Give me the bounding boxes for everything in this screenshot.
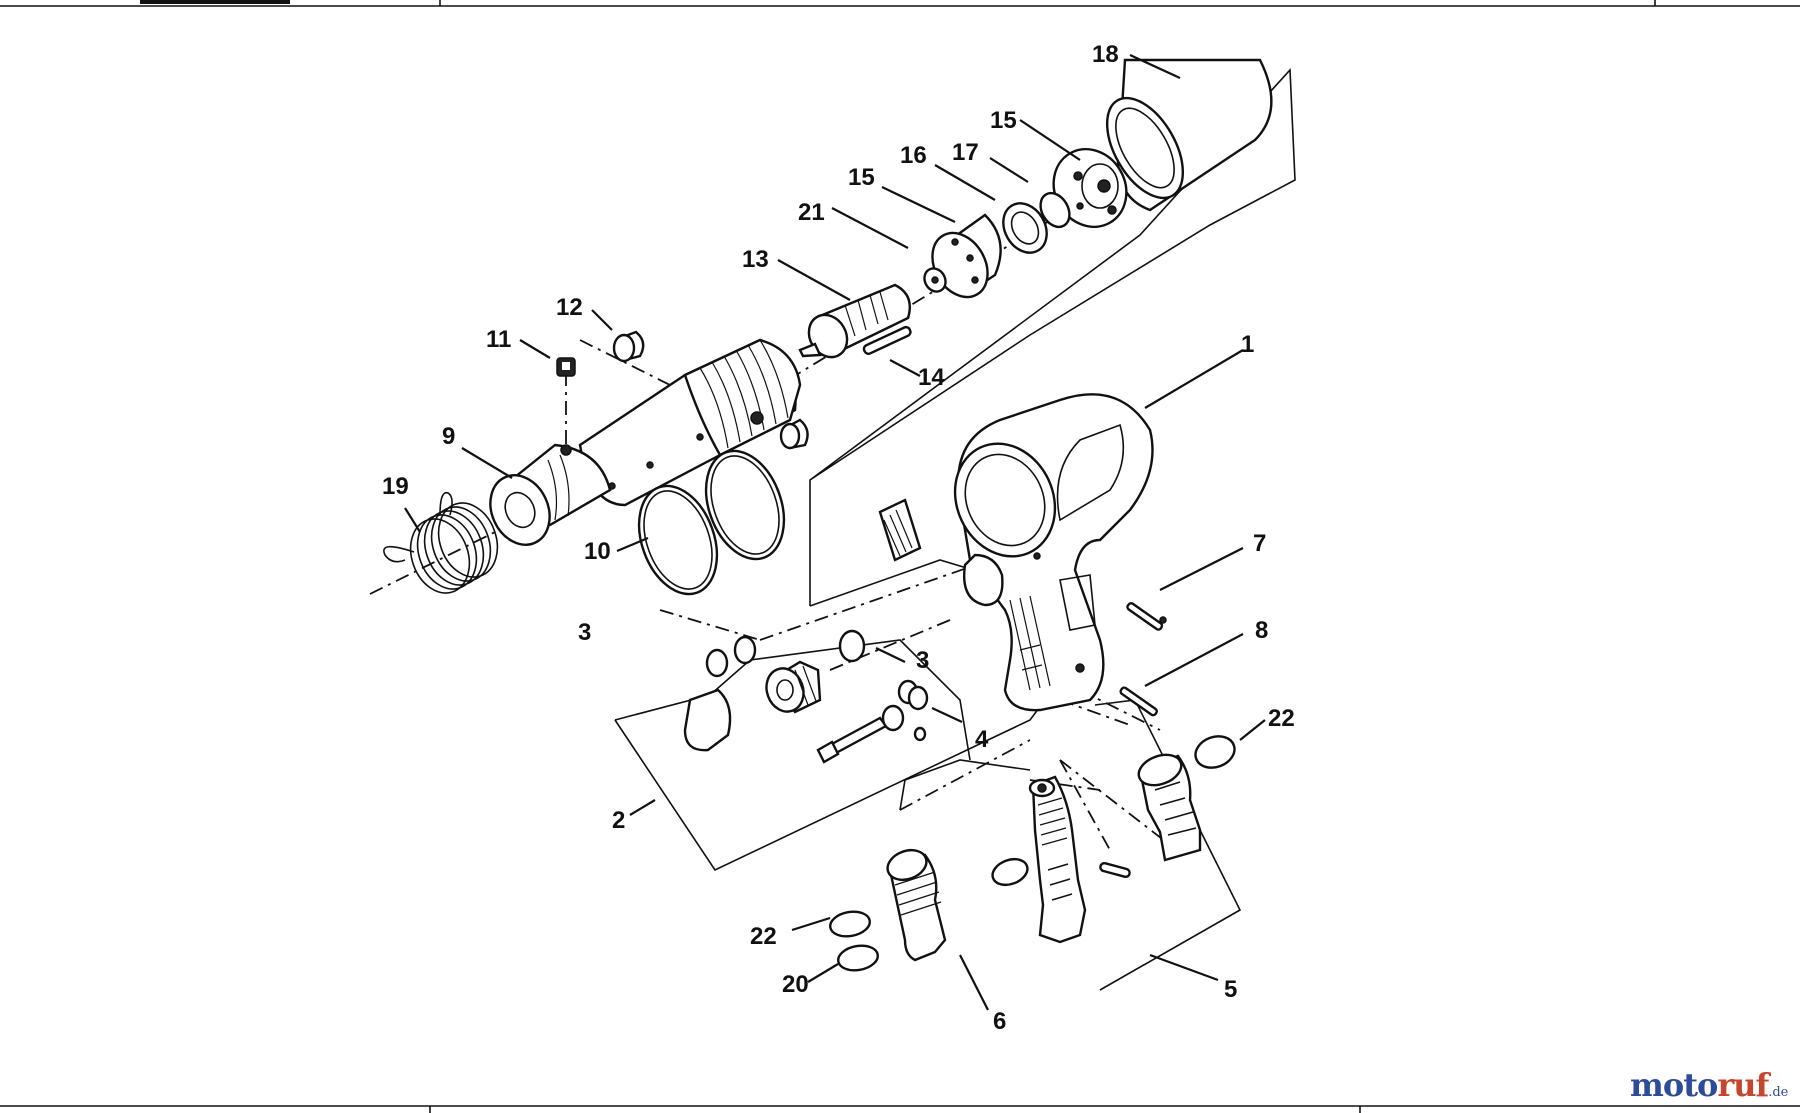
callout-4: 4: [975, 726, 989, 753]
callout-15-upper: 15: [990, 107, 1017, 134]
callout-7: 7: [1253, 530, 1266, 557]
callout-12: 12: [556, 294, 583, 321]
part-small-o-ring: [1039, 191, 1071, 229]
part-muffler-sleeve: [1105, 58, 1273, 212]
part-large-o-rings: [637, 449, 786, 596]
part-valve-pin: [1119, 686, 1158, 717]
callout-16: 16: [900, 142, 927, 169]
watermark-suffix: .de: [1768, 1085, 1789, 1100]
callout-1: 1: [1241, 331, 1254, 358]
callout-10: 10: [584, 538, 611, 565]
leader-lines: [404, 54, 1266, 1011]
callout-15-lower: 15: [848, 164, 875, 191]
part-air-inlet-fitting: [991, 775, 1131, 944]
callout-21: 21: [798, 199, 825, 226]
part-piston: [798, 283, 912, 359]
part-valve-ring: [1002, 202, 1048, 254]
callout-22-left: 22: [750, 923, 777, 950]
callout-19: 19: [382, 473, 409, 500]
callout-3-left: 3: [578, 619, 591, 646]
part-valve-plate: [931, 213, 1002, 299]
callout-9: 9: [442, 423, 455, 450]
part-handle-housing: [878, 393, 1154, 712]
callout-13: 13: [742, 246, 769, 273]
part-regulator-body: [1137, 753, 1202, 862]
watermark-part-a: moto: [1630, 1066, 1718, 1104]
callout-17: 17: [952, 139, 979, 166]
callout-20: 20: [782, 971, 809, 998]
callout-6: 6: [993, 1008, 1006, 1035]
callout-18: 18: [1092, 41, 1119, 68]
callout-labels: 18 15 16 17 15 21 13 12 14 11 1 9 19 10 …: [382, 41, 1295, 1035]
callout-2: 2: [612, 807, 625, 834]
part-inlet-o-ring: [1194, 735, 1236, 769]
part-barrel: [489, 338, 809, 546]
part-set-screw: [556, 357, 576, 377]
part-back-cap: [1052, 147, 1128, 229]
watermark-part-b: ruf: [1717, 1066, 1769, 1104]
callout-3-right: 3: [916, 647, 929, 674]
part-retainer-spring: [383, 491, 499, 594]
part-hose-fitting: [828, 848, 947, 972]
part-bumper-cap: [612, 330, 645, 363]
part-trigger-pin: [1126, 602, 1167, 631]
callout-5: 5: [1224, 976, 1237, 1003]
watermark-logo: motoruf.de: [1630, 1066, 1788, 1104]
callout-8: 8: [1255, 617, 1268, 644]
part-pin: [862, 325, 912, 355]
part-washer: [923, 267, 947, 293]
callout-11: 11: [486, 326, 511, 353]
callout-22-right: 22: [1268, 705, 1295, 732]
callout-14: 14: [918, 364, 945, 391]
part-throttle-valve-assembly: [683, 629, 929, 764]
